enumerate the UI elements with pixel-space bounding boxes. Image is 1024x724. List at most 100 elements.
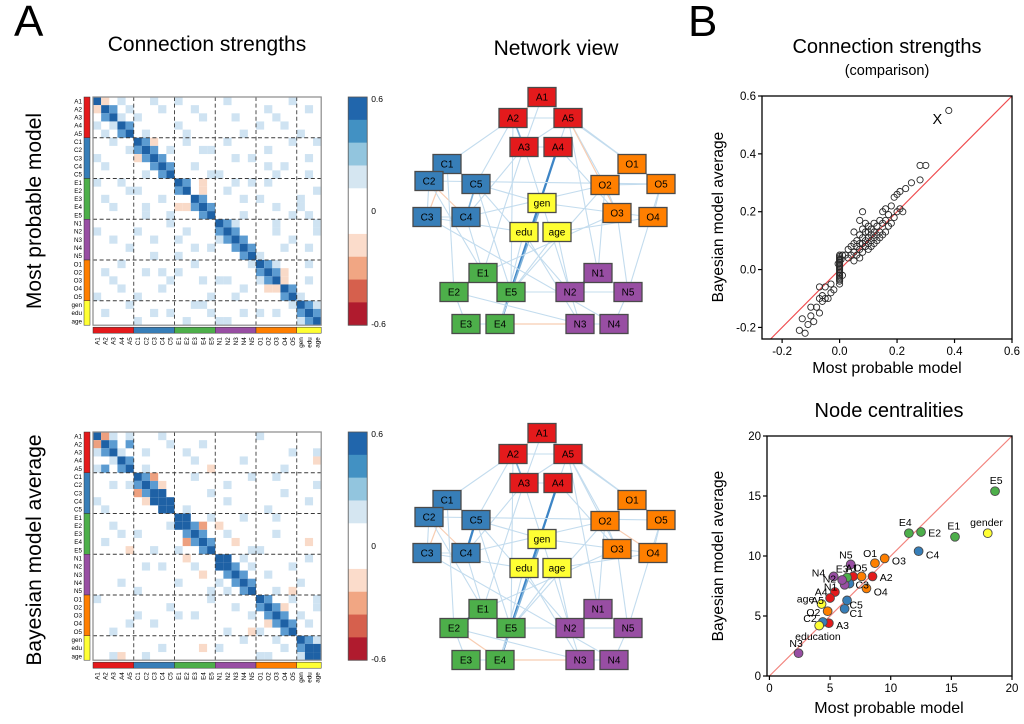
scatter-centralities-title: Node centralities	[814, 400, 964, 422]
network-node-A2: A2	[498, 443, 528, 465]
heatmap-cell	[190, 611, 199, 620]
network-node-O1: O1	[617, 489, 647, 511]
heatmap-bayesian-average: A1A2A3A4A5C1C2C3C4C5E1E2E3E4E5N1N2N3N4N5…	[71, 429, 386, 683]
heatmap-cell	[93, 227, 102, 236]
heatmap-cell	[272, 202, 281, 212]
colorbar-band	[348, 233, 368, 258]
node-label: O3	[610, 209, 624, 220]
node-box	[496, 281, 526, 303]
heatmap-cell	[256, 432, 265, 441]
heatmap-cell	[190, 472, 199, 481]
network-edge	[475, 183, 512, 293]
heatmap-cell	[190, 521, 199, 530]
heatmap-cell	[133, 480, 142, 490]
heatmap-cell	[174, 186, 183, 195]
heatmap-cell	[198, 186, 208, 195]
heatmap-cell	[280, 121, 289, 130]
heatmap-cell	[198, 145, 208, 155]
node-label: A3	[518, 479, 531, 490]
col-tick-label: C4	[160, 672, 167, 681]
centrality-point-gender	[982, 528, 993, 539]
col-tick-label: N5	[249, 337, 256, 346]
heatmap-cell	[264, 570, 273, 579]
heatmap-cell	[150, 619, 159, 628]
row-tick-label: E2	[74, 188, 82, 195]
scatter-point	[907, 179, 915, 187]
heatmap-cell	[288, 562, 297, 571]
heatmap-cell	[272, 472, 281, 481]
heatmap-cell	[280, 243, 289, 252]
col-group-strip	[215, 661, 257, 669]
row-tick-label: C2	[74, 482, 83, 489]
heatmap-cell	[133, 472, 142, 481]
heatmap-cell	[133, 611, 142, 620]
row-tick-label: C5	[74, 172, 83, 179]
heatmap-cell	[117, 448, 126, 457]
centrality-point-E5	[990, 486, 1000, 497]
heatmap-cell	[264, 276, 273, 285]
row-tick-label: A2	[74, 106, 82, 113]
heatmap-cell	[223, 586, 232, 595]
axis-ticks	[763, 435, 1013, 680]
heatmap-cell	[158, 268, 167, 277]
row-tick-label: A4	[74, 458, 82, 465]
heatmap-cell	[150, 145, 159, 155]
network-edge	[426, 216, 615, 325]
node-box	[485, 649, 515, 671]
heatmap-row-labels: A1A2A3A4A5C1C2C3C4C5E1E2E3E4E5N1N2N3N4N5…	[71, 98, 82, 325]
heatmap-cell	[296, 308, 305, 318]
network-node-N3: N3	[565, 313, 595, 335]
heatmap-cell	[207, 595, 216, 604]
heatmap-cell	[133, 317, 142, 326]
heatmap-cell	[198, 276, 208, 285]
row-tick-label: O5	[74, 629, 83, 636]
heatmap-cell	[215, 170, 224, 179]
heatmap-cell	[109, 137, 118, 146]
scatter-point	[813, 303, 821, 311]
row-group-strip	[83, 554, 91, 596]
centrality-point-C5	[842, 595, 852, 606]
row-tick-label: O3	[74, 278, 83, 285]
node-box	[509, 557, 539, 579]
heatmap-cell	[101, 432, 110, 441]
heatmap-cell	[247, 586, 256, 595]
node-label: C2	[423, 513, 436, 524]
heatmap-cell	[207, 489, 216, 498]
node-box	[602, 538, 632, 560]
heatmap-cell	[101, 308, 110, 318]
heatmap-cell	[280, 643, 289, 653]
col-tick-label: age	[314, 672, 321, 683]
col-tick-label: age	[314, 337, 321, 348]
connection-strengths-title: Connection strengths	[107, 33, 307, 56]
row-tick-label: C1	[74, 139, 83, 146]
heatmap-cell	[182, 186, 191, 195]
node-box	[509, 136, 539, 158]
heatmap-cell	[101, 97, 110, 106]
node-label: O1	[625, 160, 639, 171]
heatmap-cell	[101, 105, 110, 114]
network-node-A3: A3	[509, 136, 539, 158]
scatter-point	[807, 312, 815, 320]
centrality-label-N4: N4	[812, 567, 826, 579]
network-node-C3: C3	[412, 542, 442, 564]
col-tick-label: C3	[151, 672, 158, 681]
node-box	[509, 472, 539, 494]
heatmap-cell	[231, 243, 240, 252]
heatmap-cell	[101, 505, 110, 514]
network-node-O5: O5	[646, 173, 676, 195]
row-tick-label: A3	[74, 115, 82, 122]
heatmap-cell	[256, 652, 265, 661]
col-tick-label: O4	[282, 672, 289, 681]
panel-b-label: B	[688, 0, 718, 46]
heatmap-cell	[141, 137, 151, 146]
heatmap-cell	[101, 162, 110, 171]
colorbar-max-label: 0.6	[371, 429, 383, 439]
heatmap-cell	[150, 137, 159, 146]
heatmap-cell	[223, 317, 232, 326]
heatmap-cell	[158, 154, 167, 163]
heatmap-cell	[158, 194, 167, 203]
scatter-point	[810, 318, 818, 326]
col-tick-label: E5	[208, 337, 215, 345]
heatmap-cell	[223, 627, 232, 636]
